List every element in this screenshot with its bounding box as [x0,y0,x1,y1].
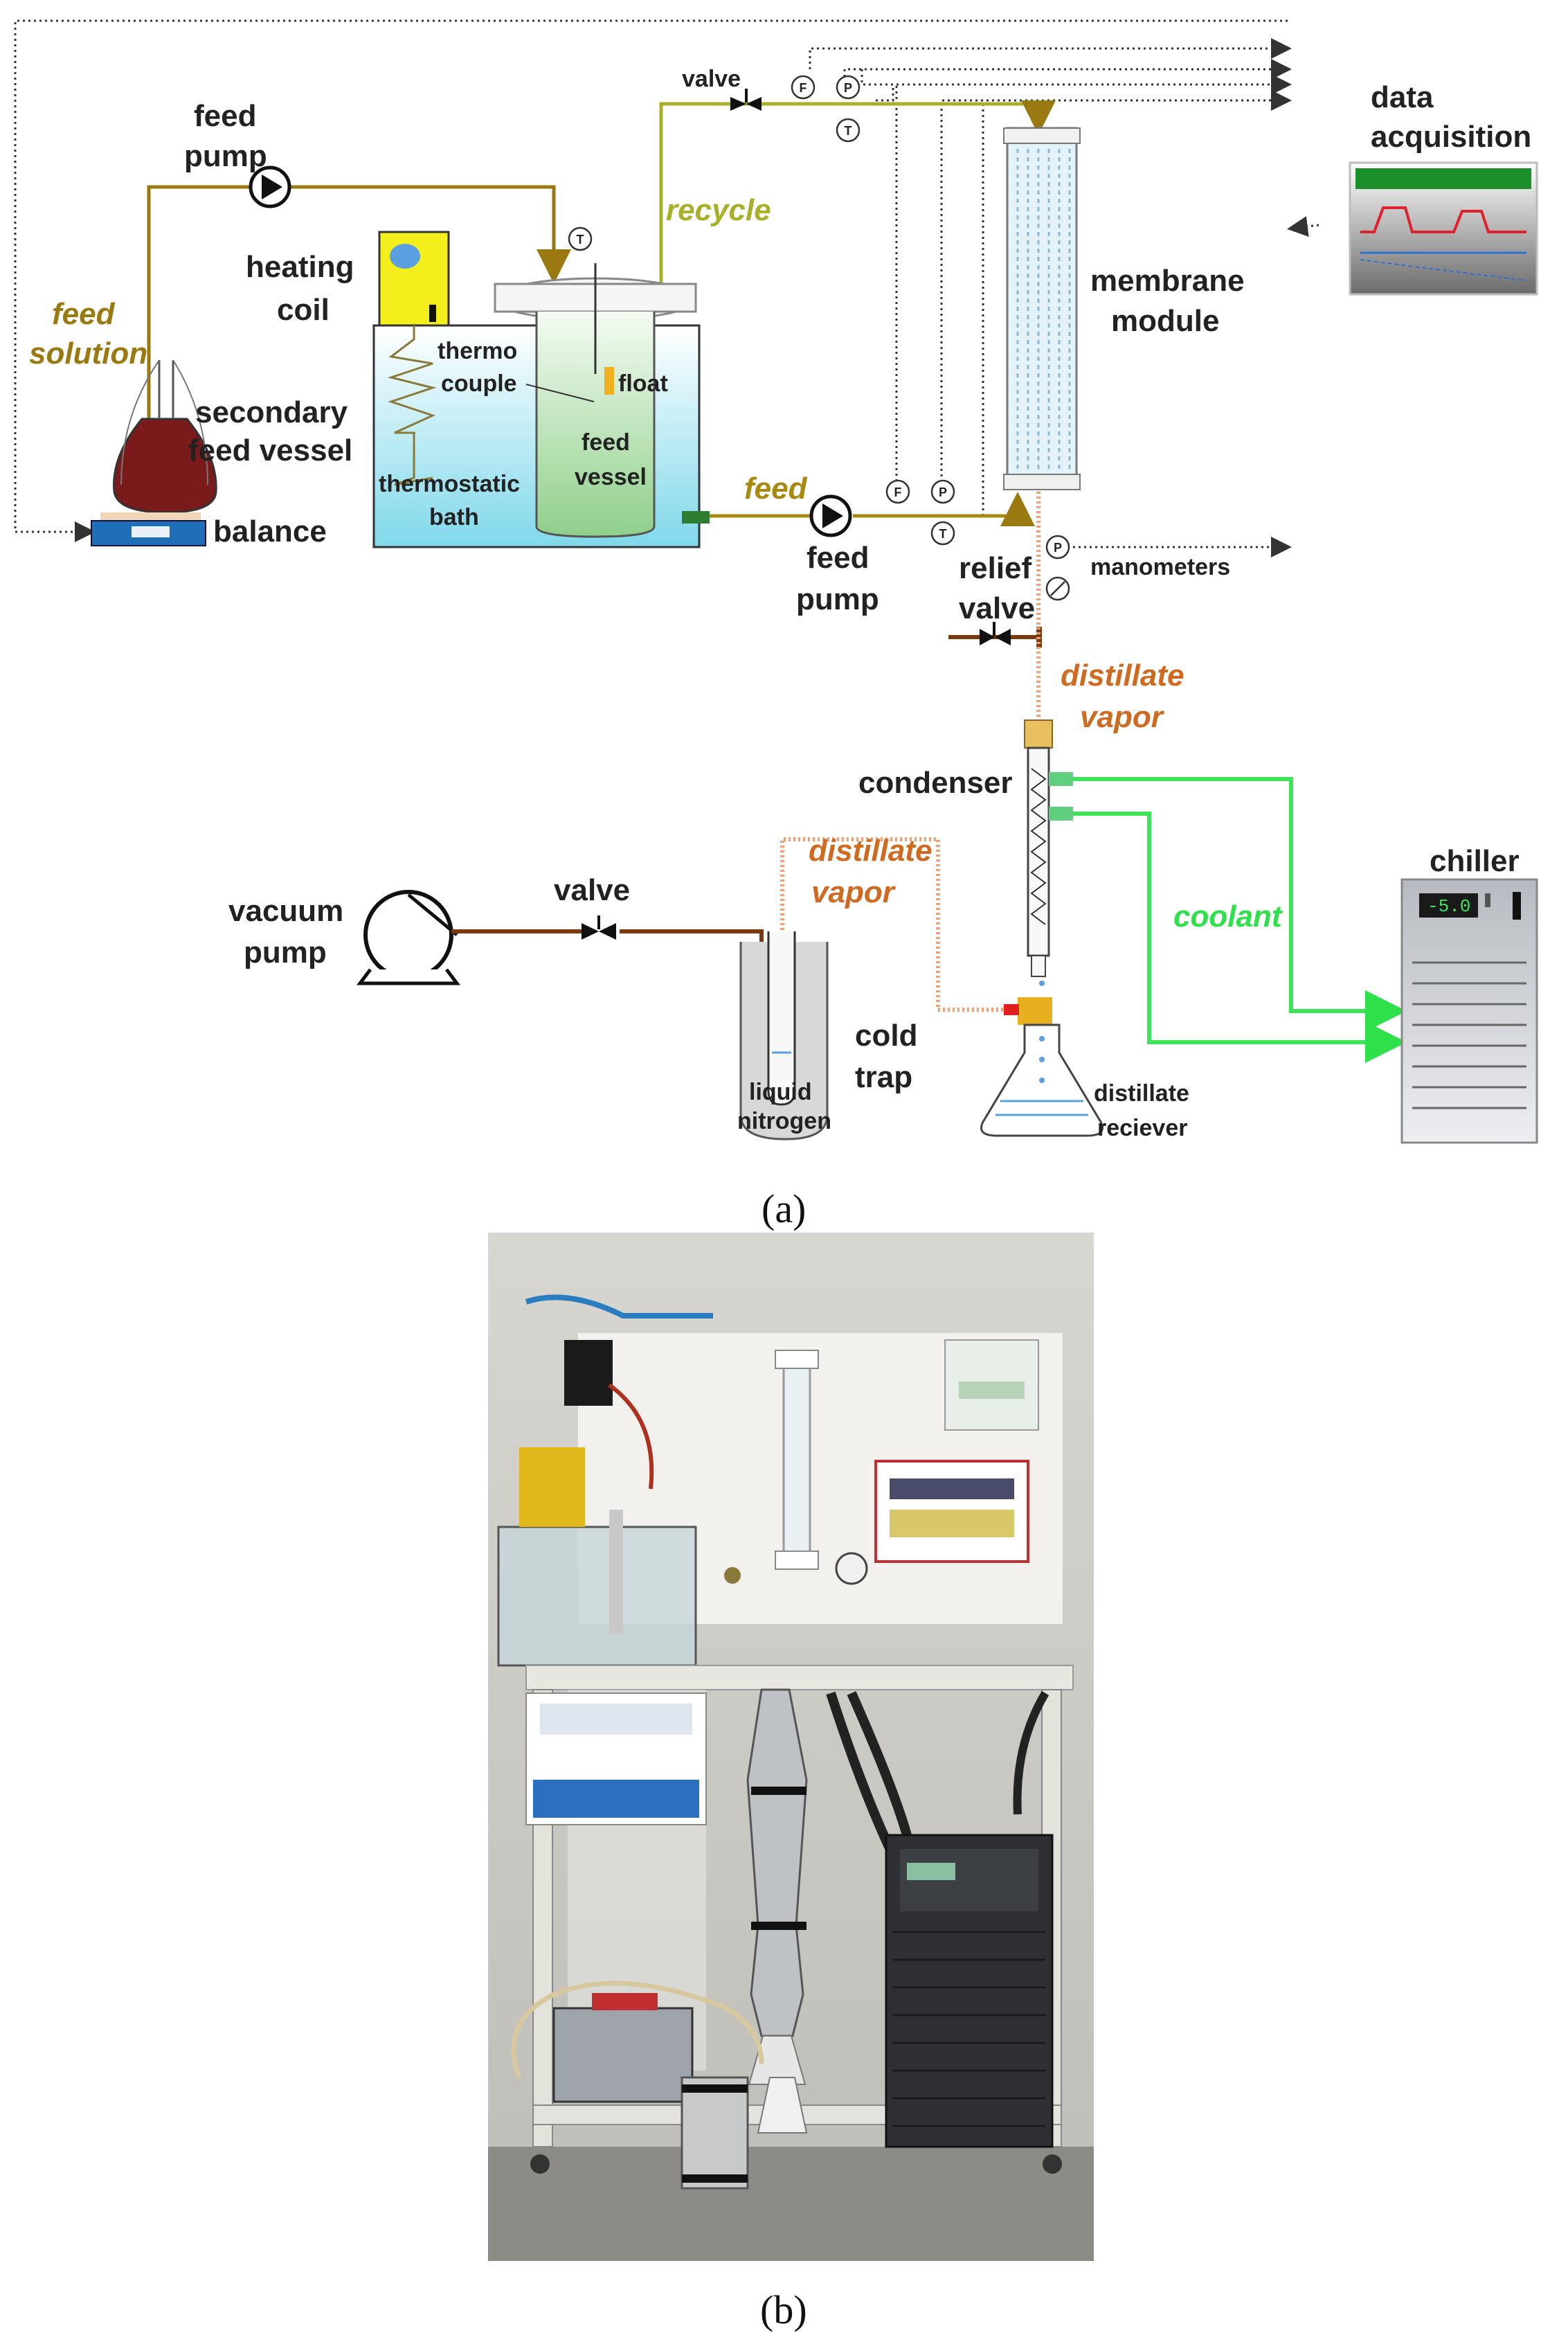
label-relief: relief [959,551,1032,585]
label-float: float [618,370,668,397]
label-condenser: condenser [858,766,1013,800]
label-reciever: reciever [1097,1115,1187,1141]
label-chiller: chiller [1430,844,1520,878]
svg-text:T: T [939,527,947,541]
label-acquisition: acquisition [1371,120,1531,154]
label-liquid: liquid [749,1079,812,1105]
label-data: data [1371,80,1434,114]
label-coil: coil [277,293,330,327]
svg-text:T: T [577,233,584,247]
feed-pump-top-icon [249,166,291,208]
thermocouple-pointer [525,384,595,402]
svg-text:P: P [844,81,852,95]
label-relief-valve: valve [959,591,1035,625]
balance-icon [91,520,206,546]
svg-text:F: F [894,485,902,499]
label-membrane: membrane [1090,264,1245,298]
cold-trap-icon [739,931,829,1141]
label-valve-top: valve [682,66,741,92]
recycle-line [659,100,1056,284]
label-distillate-recv: distillate [1094,1080,1189,1107]
label-couple: couple [441,370,517,397]
label-nitrogen: nitrogen [737,1108,831,1134]
label-distillate-2: distillate [809,834,932,868]
signal-lines [14,19,1319,557]
sensor-icon-letters: F P T T F P T P [577,81,1063,555]
svg-text:P: P [939,485,947,499]
feed-line [699,492,1035,526]
svg-text:P: P [1054,541,1062,555]
vacuum-pump-icon [357,890,460,985]
heating-coil-icon [378,231,450,486]
label-feed-flow: feed [744,472,808,506]
feed-vessel-icon [494,263,710,538]
label-vapor-2: vapor [811,875,896,909]
label-thermostatic: thermostatic [379,471,520,497]
label-feed-pump-bottom-2: pump [796,582,879,616]
relief-valve-icon [948,622,1042,647]
label-feed-pump-top-2: pump [184,139,267,173]
valve-top-icon [730,89,762,111]
label-thermo: thermo [438,338,517,364]
label-feed-vessel-left: feed vessel [188,433,352,467]
membrane-module-icon [1003,127,1081,490]
label-heating-1: heating [246,250,354,284]
svg-text:T: T [845,124,852,138]
label-distillate-1: distillate [1061,659,1184,692]
data-acquisition-screen-icon [1349,161,1538,296]
label-feed-solution-2: solution [29,337,147,370]
photo-panel [488,1233,1094,2261]
label-vacuum: vacuum [228,894,343,928]
label-valve-vacuum: valve [554,873,630,907]
feed-pump-bottom-icon [809,494,852,537]
label-vapor-1: vapor [1080,700,1165,734]
caption-b: (b) [760,2287,807,2332]
svg-text:F: F [800,81,807,95]
label-trap: trap [855,1060,912,1094]
chiller-display-value: -5.0 [1427,896,1470,917]
label-vessel-inner: vessel [575,464,647,490]
labels-a: feed pump heating coil feed solution sec… [29,66,1531,1141]
coolant-lines [1073,777,1407,1063]
label-recycle: recycle [666,193,771,227]
label-module: module [1111,304,1219,338]
label-bath: bath [429,504,479,530]
vacuum-valve-icon [582,915,616,940]
label-feed-inner: feed [582,429,630,456]
label-manometers: manometers [1090,554,1230,580]
feed-solution-line [147,185,571,429]
label-balance: balance [213,515,327,548]
secondary-feed-vessel-icon [100,359,217,521]
label-feed-solution-1: feed [52,297,116,331]
label-vacuum-pump: pump [244,936,327,969]
label-coolant: coolant [1173,900,1283,933]
vacuum-line [451,929,764,942]
label-cold: cold [855,1019,917,1053]
condenser-icon [1024,719,1073,977]
distillate-vapor-line [780,492,1040,1012]
chiller-icon [1400,878,1538,1144]
label-feed-pump-bottom-1: feed [806,541,869,575]
sensor-icons [568,75,1070,601]
label-secondary: secondary [195,395,348,429]
label-feed-pump-top-1: feed [194,99,256,133]
manometer-needle [1050,581,1065,596]
caption-a: (a) [762,1186,806,1231]
distillate-receiver-icon [980,981,1103,1137]
